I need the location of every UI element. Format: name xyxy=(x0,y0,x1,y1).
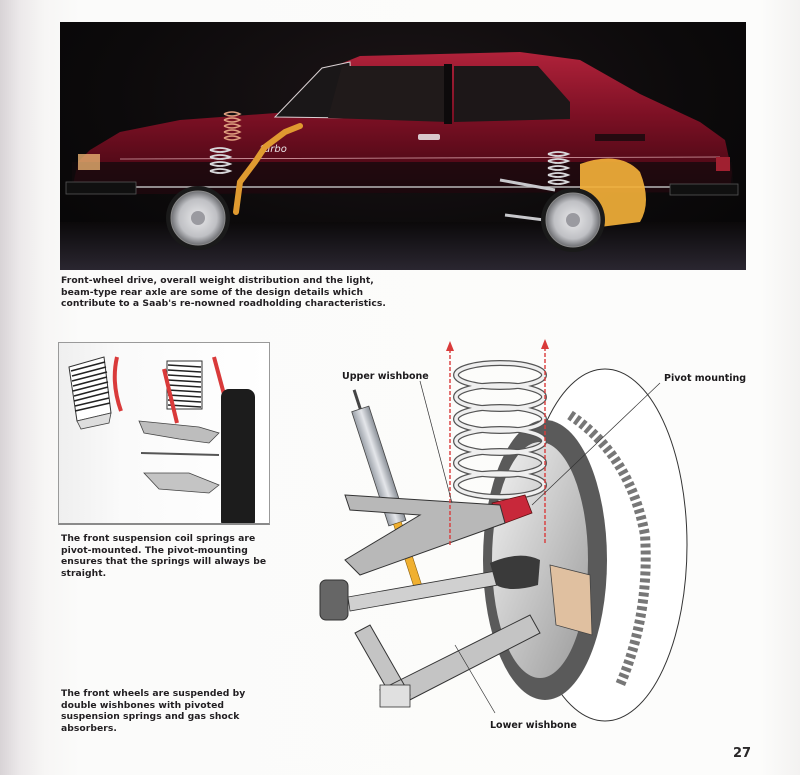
front-window xyxy=(328,66,448,122)
tyre xyxy=(221,389,255,523)
lower-mount-bracket xyxy=(379,684,411,708)
rear-window xyxy=(454,66,570,122)
leader-pivot-mounting xyxy=(531,382,661,506)
label-upper-wishbone: Upper wishbone xyxy=(342,371,429,382)
door-handle xyxy=(418,134,440,140)
left-spring-bent xyxy=(68,356,112,430)
side-vent xyxy=(595,134,645,141)
front-upper-spring xyxy=(223,111,242,141)
page-number: 27 xyxy=(733,746,752,761)
cv-joint-inner xyxy=(319,579,349,621)
front-bumper xyxy=(65,181,137,195)
pivot-spring-diagram xyxy=(58,342,270,525)
front-suspension-cutaway xyxy=(209,111,303,215)
hub-carrier xyxy=(549,564,593,636)
b-pillar xyxy=(444,64,452,124)
steering-column xyxy=(233,123,303,215)
cv-boot xyxy=(490,555,540,589)
rear-coil-spring xyxy=(547,151,571,185)
car-illustration: turbo xyxy=(60,52,746,270)
pivot-spring-illustration xyxy=(68,356,255,523)
rear-bumper xyxy=(669,183,739,196)
front-suspension-diagram xyxy=(300,335,690,745)
bend-arrow xyxy=(112,356,123,412)
coil-spring-highlight xyxy=(454,361,546,499)
stroke-arrow-left xyxy=(162,368,179,424)
rear-wheel xyxy=(541,188,605,252)
tail-light xyxy=(716,157,730,171)
leader-upper-wishbone xyxy=(419,380,453,504)
front-wheel xyxy=(166,186,230,250)
car-cutaway-photo: turbo xyxy=(60,22,746,270)
headlight xyxy=(78,154,100,170)
upper-wishbone xyxy=(344,494,506,576)
drive-shaft xyxy=(140,452,220,456)
turbo-badge: turbo xyxy=(260,144,287,155)
pivot-springs-caption: The front suspension coil springs are pi… xyxy=(61,533,267,579)
tyre-tread xyxy=(567,410,651,687)
label-lower-wishbone: Lower wishbone xyxy=(490,720,577,731)
floor-shadow xyxy=(60,222,746,270)
upper-arm xyxy=(138,420,220,444)
lower-arm xyxy=(143,472,220,494)
photo-caption: Front-wheel drive, overall weight distri… xyxy=(61,275,386,309)
arrow-head-right xyxy=(541,339,549,349)
travel-arrows xyxy=(449,347,546,545)
leader-lower-wishbone xyxy=(454,644,496,714)
double-wishbones-caption: The front wheels are suspended by double… xyxy=(61,688,246,734)
suspension-illustration xyxy=(319,339,688,722)
front-coil-spring xyxy=(209,147,233,174)
label-pivot-mounting: Pivot mounting xyxy=(664,373,747,384)
arrow-head-left xyxy=(446,341,454,351)
